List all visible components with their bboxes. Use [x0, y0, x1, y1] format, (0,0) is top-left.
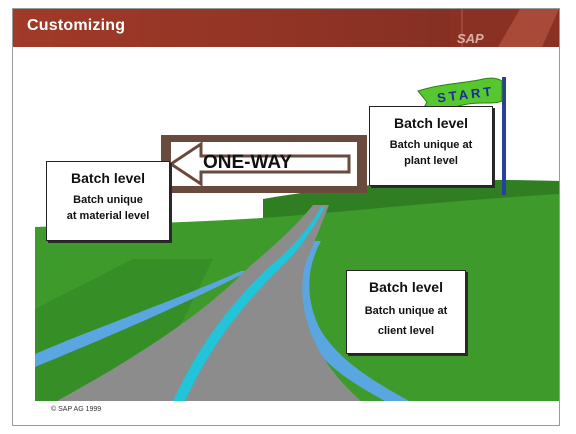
card-title: Batch level [71, 170, 145, 186]
grass-shadow [35, 259, 213, 401]
card-line-2: at material level [66, 210, 150, 222]
copyright-text: © SAP AG 1999 [51, 406, 102, 413]
batch-level-material-card: Batch level Batch unique at material lev… [46, 161, 170, 241]
slide-header: Customizing SAP [13, 9, 559, 47]
card-title: Batch level [369, 279, 443, 295]
card-line-1: Batch unique at [364, 305, 448, 317]
slide: Customizing SAP ONE-WAY START Ba [12, 8, 560, 426]
card-line-2: client level [377, 325, 435, 337]
card-line-2: plant level [404, 155, 458, 167]
card-line-1: Batch unique [73, 194, 143, 206]
batch-level-plant-card: Batch level Batch unique at plant level [369, 106, 493, 186]
slide-title: Customizing [27, 17, 126, 34]
road-center-line [173, 207, 325, 401]
batch-level-client-card: Batch level Batch unique at client level [346, 270, 466, 354]
left-river [35, 271, 249, 367]
sap-logo: SAP [457, 31, 484, 46]
one-way-arrow [168, 141, 351, 187]
card-line-1: Batch unique at [389, 139, 473, 151]
one-way-sign-text: ONE-WAY [203, 152, 293, 173]
flag-pole [502, 77, 506, 195]
card-title: Batch level [394, 115, 468, 131]
header-corner-graphic [450, 9, 559, 47]
